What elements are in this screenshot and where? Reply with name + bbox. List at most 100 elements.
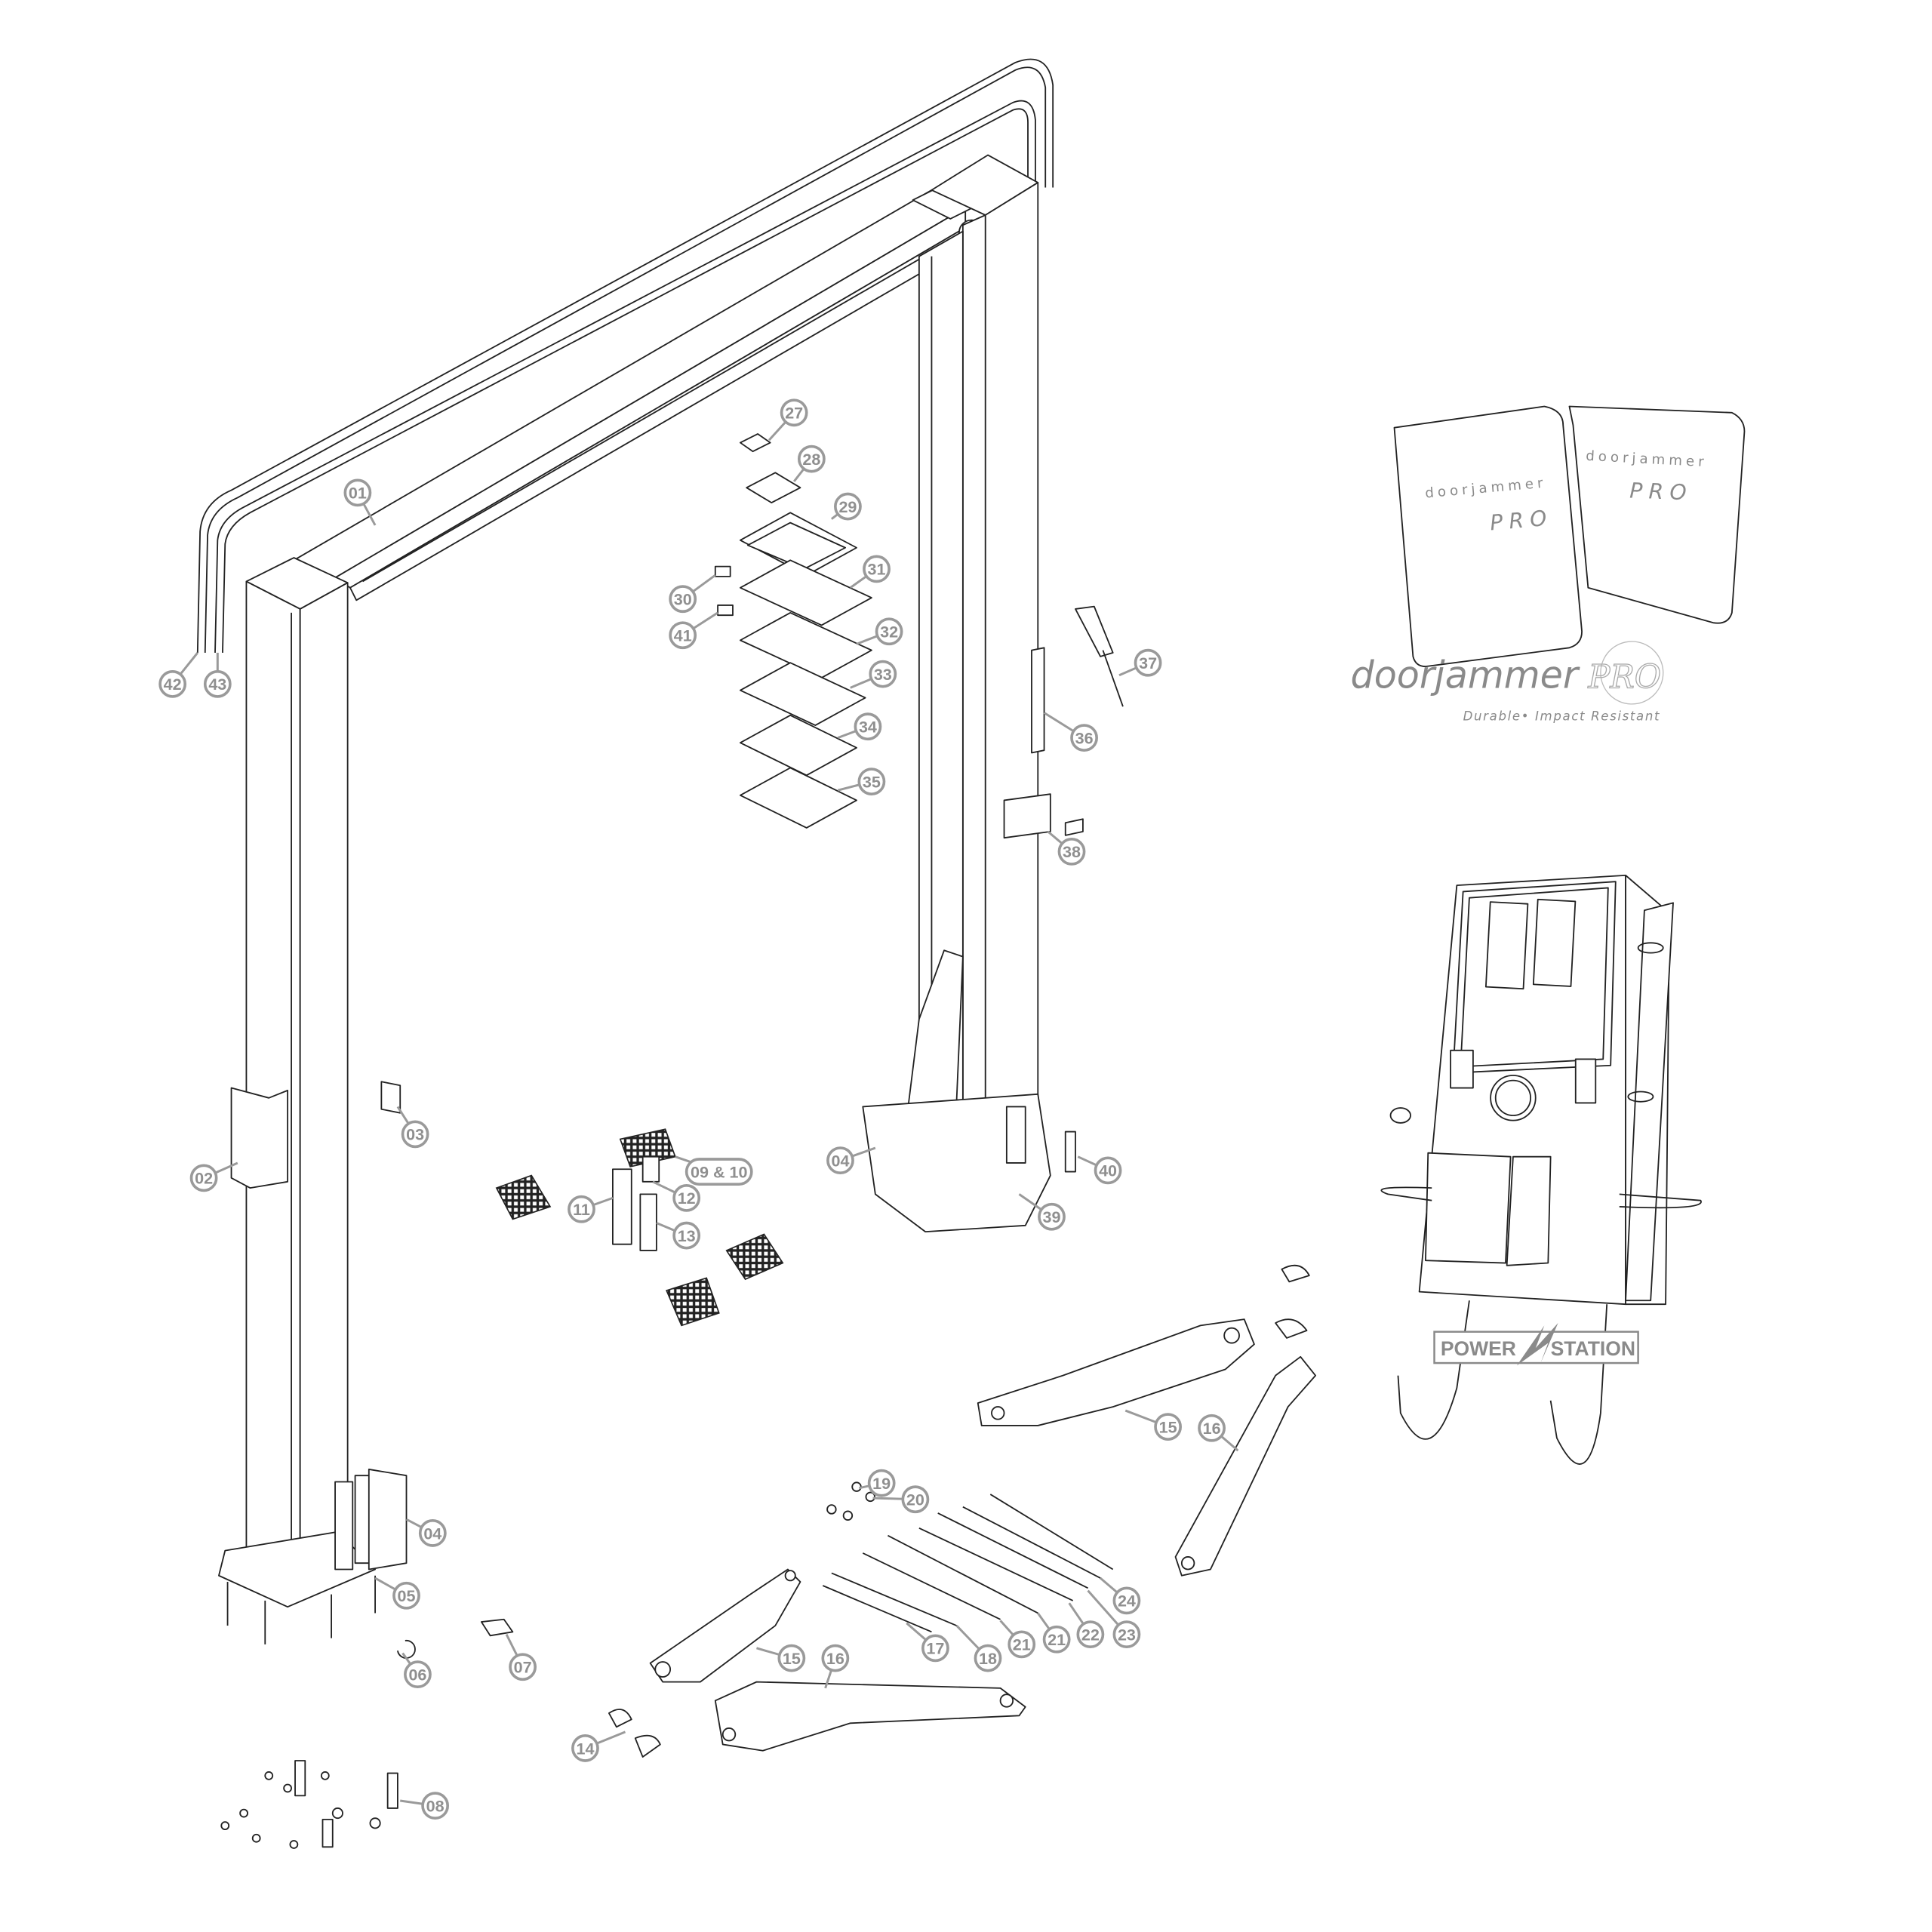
callout-number: 07 xyxy=(514,1659,532,1677)
svg-text:PRO: PRO xyxy=(1587,658,1661,696)
callout-20: 20 xyxy=(872,1485,930,1514)
callout-40: 40 xyxy=(1077,1155,1122,1185)
callout-13: 13 xyxy=(656,1221,701,1250)
hydraulic-lines xyxy=(822,1481,1114,1633)
callout-39: 39 xyxy=(1018,1193,1066,1231)
doorjammer-product: doorjammer PRO doorjammer PRO doorjammer… xyxy=(1351,405,1746,723)
callout-bubble xyxy=(780,398,808,427)
callout-number: 14 xyxy=(576,1740,594,1758)
callout-02: 02 xyxy=(189,1161,238,1192)
callout-number: 23 xyxy=(1118,1626,1136,1644)
callout-number: 20 xyxy=(906,1491,924,1509)
callout-24: 24 xyxy=(1100,1577,1141,1615)
callout-38: 38 xyxy=(1047,830,1086,866)
callout-number: 12 xyxy=(678,1189,696,1208)
callout-bubble xyxy=(1057,837,1086,866)
callout-32: 32 xyxy=(856,617,903,646)
callout-36: 36 xyxy=(1043,712,1098,752)
callout-23: 23 xyxy=(1087,1589,1141,1649)
callout-15: 15 xyxy=(1124,1409,1182,1441)
callout-number: 02 xyxy=(195,1170,213,1188)
callout-number: 19 xyxy=(872,1475,891,1493)
callout-bubble xyxy=(1008,1630,1036,1659)
callout-01: 01 xyxy=(343,478,377,526)
callout-bubble xyxy=(921,1634,949,1663)
callout-18: 18 xyxy=(955,1625,1002,1672)
callout-number: 36 xyxy=(1075,729,1094,747)
callout-bubble xyxy=(685,1158,753,1186)
overhead-beam xyxy=(293,180,989,601)
callout-bubble xyxy=(672,1183,701,1212)
powerstation-logo: POWER STATION xyxy=(1433,1323,1639,1366)
callout-number: 13 xyxy=(678,1227,696,1245)
callout-bubble xyxy=(189,1164,218,1192)
callout-bubble xyxy=(401,1120,429,1149)
callout-number: 39 xyxy=(1043,1208,1061,1226)
callout-number: 06 xyxy=(408,1666,426,1684)
callout-number: 15 xyxy=(1159,1418,1177,1436)
callout-19: 19 xyxy=(859,1469,896,1497)
callout-number: 09 & 10 xyxy=(691,1163,747,1181)
callout-bubble xyxy=(869,660,897,688)
svg-text:POWER: POWER xyxy=(1441,1337,1516,1360)
callout-bubble xyxy=(1112,1620,1141,1649)
callout-number: 16 xyxy=(826,1650,844,1668)
callout-number: 40 xyxy=(1099,1162,1117,1180)
callout-05: 05 xyxy=(374,1577,420,1610)
callout-number: 41 xyxy=(674,627,692,645)
callout-bubble xyxy=(1038,1202,1066,1231)
callout-number: 43 xyxy=(208,675,226,694)
callout-number: 34 xyxy=(859,718,877,737)
callout-number: 15 xyxy=(783,1650,801,1668)
doorjammer-tagline: Durable• Impact Resistant xyxy=(1463,709,1661,723)
callout-21: 21 xyxy=(1037,1612,1071,1654)
callout-14: 14 xyxy=(571,1730,626,1762)
callout-34: 34 xyxy=(837,712,882,741)
callout-22: 22 xyxy=(1068,1602,1105,1649)
callout-12: 12 xyxy=(652,1180,701,1212)
callout-21: 21 xyxy=(999,1620,1036,1659)
callout-bubble xyxy=(404,1660,432,1689)
callout-bubble xyxy=(1070,724,1098,752)
callout-16: 16 xyxy=(1198,1414,1239,1452)
callout-11: 11 xyxy=(568,1195,614,1223)
callout-17: 17 xyxy=(906,1622,949,1663)
callout-06: 06 xyxy=(401,1652,432,1689)
callout-number: 21 xyxy=(1013,1636,1031,1654)
callout-bubble xyxy=(418,1519,447,1547)
callout-bubble xyxy=(826,1146,854,1175)
callout-number: 33 xyxy=(874,666,892,684)
callout-bubble xyxy=(1134,648,1162,677)
callout-bubble xyxy=(1112,1586,1141,1615)
callout-number: 01 xyxy=(349,485,367,503)
callout-bubble xyxy=(421,1792,450,1820)
callout-number: 04 xyxy=(831,1152,849,1170)
cover-brand-pro: PRO xyxy=(1489,505,1554,535)
callout-bubble xyxy=(854,712,882,741)
power-station: POWER STATION xyxy=(1380,874,1702,1465)
callout-bubble xyxy=(1042,1625,1071,1654)
callout-number: 42 xyxy=(164,675,182,694)
callout-bubble xyxy=(509,1653,537,1681)
callout-bubble xyxy=(1154,1413,1182,1441)
callout-bubble xyxy=(777,1644,806,1672)
callout-bubble xyxy=(568,1195,595,1223)
callout-number: 22 xyxy=(1081,1626,1100,1644)
callout-bubble xyxy=(203,669,232,698)
callout-29: 29 xyxy=(830,492,862,521)
plate-stack xyxy=(714,433,872,829)
callout-43: 43 xyxy=(203,652,232,698)
callout-08: 08 xyxy=(400,1792,450,1820)
callout-bubble xyxy=(672,1221,701,1250)
callout-28: 28 xyxy=(792,445,826,482)
callout-07: 07 xyxy=(505,1633,537,1681)
callout-bubble xyxy=(1094,1156,1122,1185)
left-column xyxy=(218,557,408,1644)
callout-bubble xyxy=(863,555,891,583)
cover2-brand-pro: PRO xyxy=(1629,478,1694,505)
callout-bubble xyxy=(1076,1620,1105,1649)
callout-number: 35 xyxy=(863,773,881,791)
callout-number: 32 xyxy=(880,623,898,641)
